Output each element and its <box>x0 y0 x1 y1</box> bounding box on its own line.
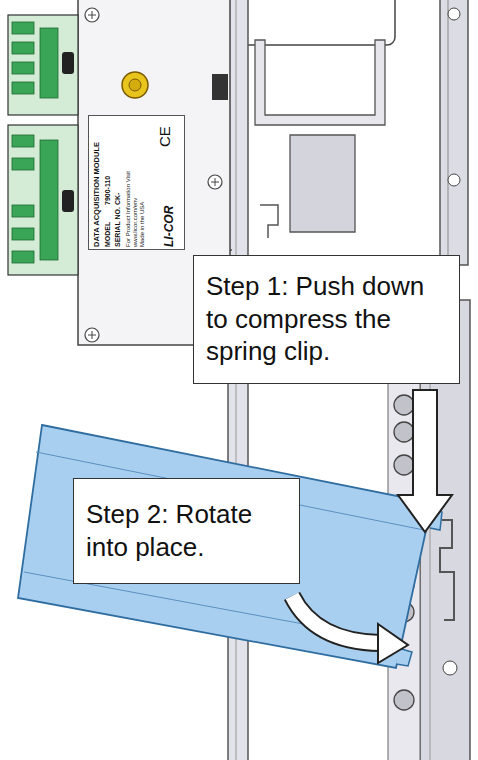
bracket <box>255 40 385 125</box>
frame-hole <box>448 8 460 20</box>
clip <box>260 205 278 238</box>
label-title: DATA ACQUISITION MODULE <box>93 142 101 247</box>
label-note: www.licor.com/env <box>132 198 139 247</box>
rotate-arrow <box>292 596 381 643</box>
product-label: DATA ACQUISITION MODULEMODEL 7900-110SERI… <box>88 115 185 250</box>
plate-hole <box>443 661 457 675</box>
callout-text: Step 2: Rotate into place. <box>86 498 286 563</box>
connector <box>212 74 228 100</box>
push-arrow <box>398 390 452 532</box>
ce-mark: CE <box>157 126 174 147</box>
label-value: CK- <box>114 193 122 205</box>
callout-box: Step 1: Push down to compress the spring… <box>193 255 460 384</box>
label-field: SERIAL NO. <box>114 207 122 247</box>
button-center <box>129 79 141 91</box>
frame-bar <box>440 0 468 265</box>
label-field: MODEL <box>104 222 112 247</box>
bracket-plate <box>290 135 355 232</box>
module <box>18 425 432 668</box>
frame-edge <box>448 0 449 265</box>
rotate-arrow-head <box>378 624 408 663</box>
label-note: Made in the USA <box>139 202 146 247</box>
product-label-face: DATA ACQUISITION MODULEMODEL 7900-110SERI… <box>89 116 186 251</box>
label-note: For Product Information Visit <box>125 171 132 247</box>
rotate-arrow-outline <box>292 596 380 643</box>
spring-clip <box>440 520 454 620</box>
label-value: 7900-110 <box>104 176 112 205</box>
frame-hole <box>448 174 460 186</box>
callout-box: Step 2: Rotate into place. <box>73 478 300 584</box>
brand-logo: LI-COR <box>163 206 176 247</box>
terminal-blocks <box>8 15 78 275</box>
button <box>122 72 148 98</box>
callout-text: Step 1: Push down to compress the spring… <box>206 270 446 368</box>
